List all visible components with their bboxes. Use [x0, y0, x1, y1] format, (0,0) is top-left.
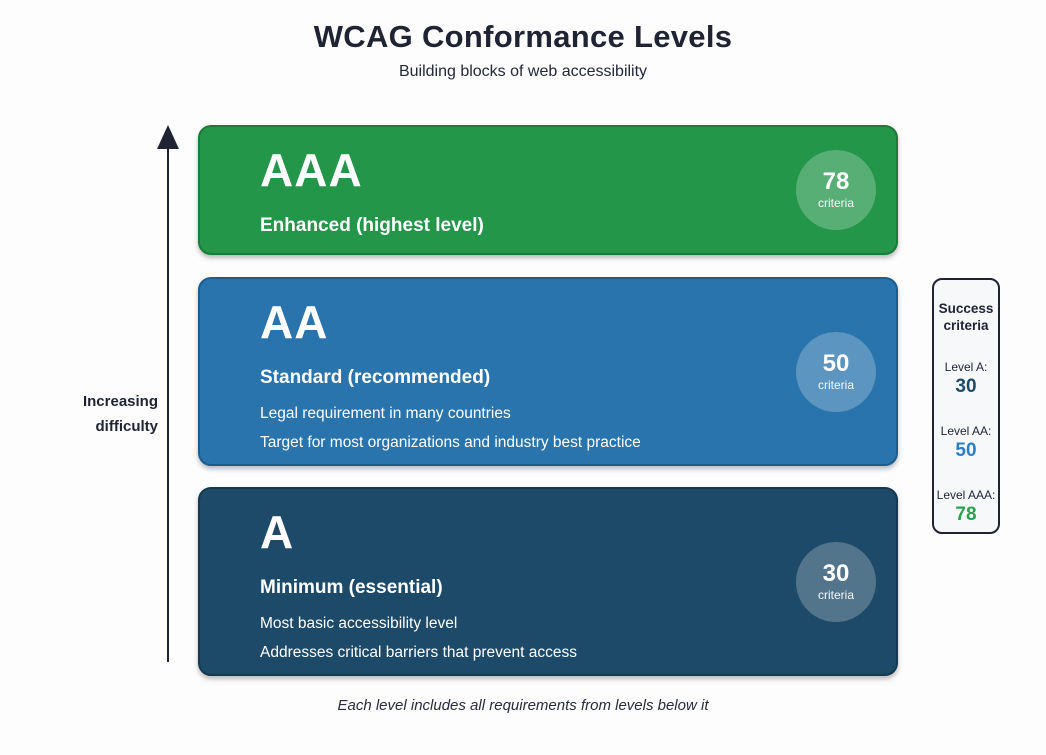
- success-criteria-legend: Success criteria Level A: 30 Level AA: 5…: [932, 278, 1000, 534]
- footnote: Each level includes all requirements fro…: [337, 697, 709, 714]
- criteria-badge-aaa: 78 criteria: [796, 150, 876, 230]
- legend-entry-value: 78: [955, 504, 977, 525]
- level-card-a: A Minimum (essential) Most basic accessi…: [198, 487, 898, 676]
- level-card-aa: AA Standard (recommended) Legal requirem…: [198, 277, 898, 466]
- level-code-aa: AA: [260, 296, 329, 348]
- level-description: Addresses critical barriers that prevent…: [260, 644, 578, 661]
- legend-entry-a: Level A: 30: [934, 359, 998, 398]
- criteria-count-aaa: 78: [822, 168, 850, 195]
- level-name-a: Minimum (essential): [260, 577, 443, 598]
- legend-entry-label: Level AA:: [940, 424, 992, 438]
- difficulty-axis-label: Increasing difficulty: [28, 389, 158, 439]
- legend-entry-aaa: Level AAA: 78: [934, 487, 998, 526]
- criteria-label-a: criteria: [817, 587, 854, 602]
- level-description: Legal requirement in many countries: [260, 405, 511, 422]
- legend-entry-aa: Level AA: 50: [934, 423, 998, 462]
- legend-entry-value: 30: [955, 376, 977, 397]
- criteria-count-aa: 50: [822, 349, 850, 377]
- legend-entry-value: 50: [955, 440, 977, 461]
- level-card-aaa: AAA Enhanced (highest level) 78 criteria: [198, 125, 898, 255]
- level-name-aa: Standard (recommended): [260, 367, 491, 388]
- criteria-badge-aa: 50 criteria: [796, 331, 876, 412]
- level-description: Most basic accessibility level: [260, 615, 458, 632]
- criteria-label-aaa: criteria: [817, 196, 854, 210]
- difficulty-arrow-line: [167, 144, 169, 662]
- legend-entry-label: Level A:: [944, 360, 988, 374]
- criteria-badge-a: 30 criteria: [796, 541, 876, 622]
- legend-entry-label: Level AAA:: [936, 488, 996, 502]
- level-name-aaa: Enhanced (highest level): [260, 215, 484, 236]
- level-code-aaa: AAA: [260, 144, 363, 196]
- level-code-a: A: [260, 506, 295, 558]
- difficulty-arrow-head-icon: [157, 125, 179, 149]
- criteria-count-a: 30: [822, 559, 850, 587]
- difficulty-axis-label-line2: difficulty: [95, 418, 159, 435]
- level-description: Target for most organizations and indust…: [260, 434, 641, 451]
- page-subtitle: Building blocks of web accessibility: [398, 63, 648, 80]
- page-title: WCAG Conformance Levels: [313, 19, 733, 54]
- difficulty-axis-label-line1: Increasing: [82, 393, 158, 410]
- criteria-label-aa: criteria: [817, 377, 854, 392]
- legend-title: Success criteria: [938, 301, 994, 333]
